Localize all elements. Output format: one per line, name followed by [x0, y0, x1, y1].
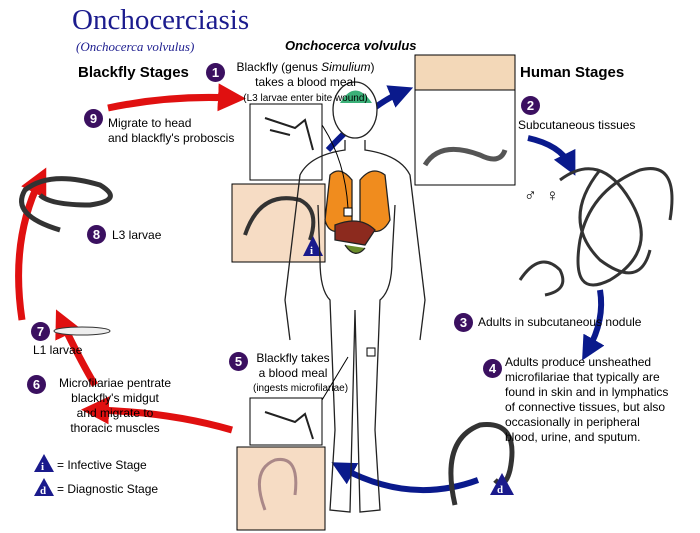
step-3-text: Adults in subcutaneous nodule [478, 315, 642, 329]
blackfly-stages-heading: Blackfly Stages [78, 64, 189, 81]
svg-text:d: d [497, 484, 503, 496]
female-symbol: ♀ [546, 186, 559, 205]
human-stages-heading: Human Stages [520, 64, 625, 81]
blackfly-feeding-panel [249, 397, 323, 446]
male-symbol: ♂ [524, 186, 537, 205]
step-7-text: L1 larvae [33, 343, 83, 357]
step-2-badge: 2 [521, 96, 540, 115]
page-subtitle: (Onchocerca volvulus) [76, 39, 195, 54]
svg-text:i: i [41, 461, 44, 473]
arrow-2-to-3 [527, 135, 576, 176]
step-5-badge: 5 [229, 352, 248, 371]
l3-larva-illustration [243, 196, 316, 241]
step-3-badge: 3 [454, 313, 473, 332]
legend-diagnostic-label: = Diagnostic Stage [57, 482, 159, 496]
legend-infective-label: = Infective Stage [57, 458, 147, 472]
step-7-badge: 7 [31, 322, 50, 341]
step-2-text: Subcutaneous tissues [518, 118, 636, 132]
bite-site-marker [343, 207, 353, 217]
infective-stage-icon [303, 236, 323, 256]
step-1-note: (L3 larvae enter bite wound) [243, 93, 368, 104]
blackfly-feeding-illustration [264, 411, 314, 440]
step-1-badge: 1 [206, 63, 225, 82]
arrow-9-to-1 [107, 83, 246, 112]
svg-text:d: d [40, 485, 46, 497]
species-heading: Onchocerca volvulus [285, 38, 417, 53]
step-5-note: (ingests microfilariae) [253, 383, 349, 394]
step-4-badge: 4 [483, 359, 502, 378]
l3-larva-coil [19, 176, 113, 233]
step-6-badge: 6 [27, 375, 46, 394]
skin-tissue-illustration [414, 54, 516, 186]
feeding-site-marker [366, 347, 376, 357]
step-1-text: Blackfly (genus Simulium)takes a blood m… [236, 60, 375, 89]
page-title: Onchocerciasis [72, 4, 250, 36]
diagnostic-stage-icon [490, 473, 514, 495]
arrow-3-to-4 [582, 289, 605, 361]
step-8-badge: 8 [87, 225, 106, 244]
arrow-4-to-5 [331, 462, 480, 494]
step-8-text: L3 larvae [112, 228, 162, 242]
blackfly-illustration [264, 117, 314, 151]
arrow-5-to-6 [81, 396, 233, 434]
adult-worms-illustration [518, 167, 674, 297]
l1-larva-illustration [53, 326, 111, 336]
arrow-8-to-9 [15, 167, 47, 321]
legend-diagnostic-icon [34, 478, 54, 496]
legend-infective-icon [34, 454, 54, 472]
svg-text:i: i [310, 245, 313, 257]
step-9-badge: 9 [84, 109, 103, 128]
